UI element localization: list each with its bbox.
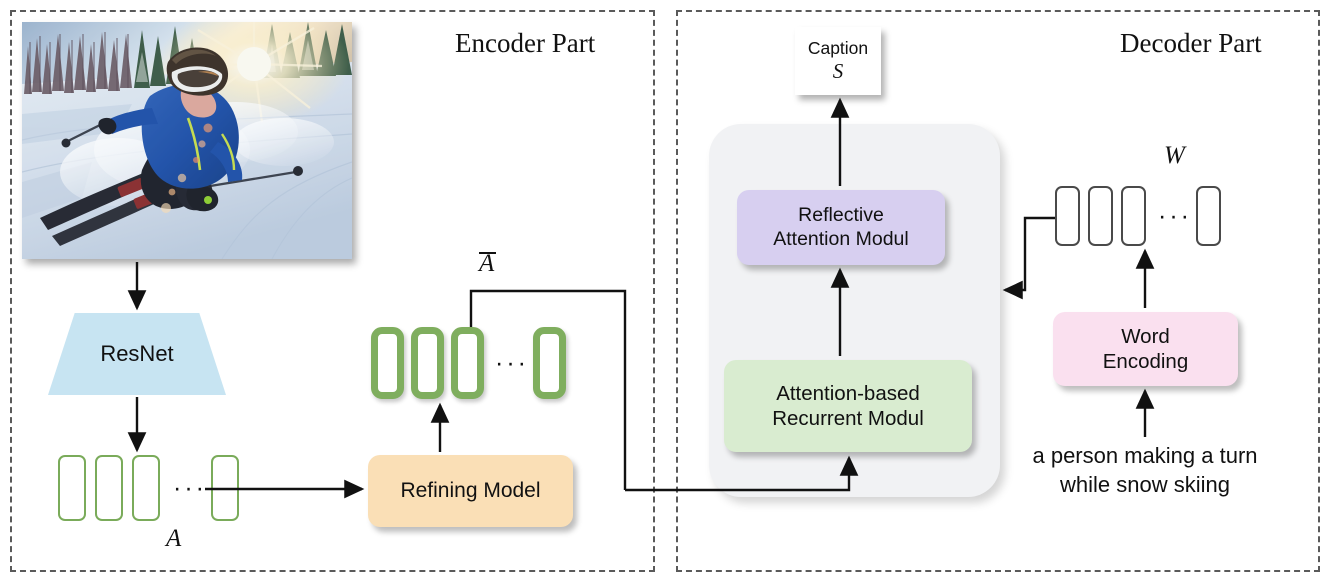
reflective-attention-line2: Attention Modul: [773, 227, 909, 250]
word-encoding-text: Word Encoding: [1103, 324, 1188, 374]
refined-cell: [411, 327, 444, 399]
word-cell: [1121, 186, 1146, 246]
word-sequence-W: ···: [1055, 186, 1229, 246]
attention-recurrent-line1: Attention-based: [776, 382, 920, 405]
word-encoding-module: Word Encoding: [1053, 312, 1238, 386]
refined-cell: [451, 327, 484, 399]
word-sequence-ellipsis: ···: [1158, 201, 1192, 230]
feature-sequence-ellipsis: ···: [173, 473, 207, 502]
refined-sequence-symbol-text: A: [479, 250, 495, 277]
input-caption-line1: a person making a turn: [1032, 443, 1258, 468]
feature-cell: [58, 455, 86, 521]
refined-sequence-symbol: A: [479, 250, 496, 278]
word-cell: [1055, 186, 1080, 246]
feature-cell: [210, 455, 239, 521]
attention-recurrent-line2: Recurrent Modul: [772, 407, 924, 430]
input-image-artwork: [22, 22, 352, 259]
refined-cell: [532, 327, 566, 399]
caption-output-symbol: S: [832, 58, 844, 83]
feature-sequence-A: ···: [58, 455, 248, 521]
word-cell: [1195, 186, 1221, 246]
feature-cell: [132, 455, 160, 521]
input-caption-line2: while snow skiing: [1060, 471, 1230, 497]
encoder-part-boundary: [10, 10, 655, 572]
refined-sequence-A-bar: ···: [371, 327, 573, 399]
resnet-node: ResNet: [48, 313, 226, 395]
reflective-attention-text: Reflective Attention Modul: [773, 204, 909, 252]
refining-model-label: Refining Model: [400, 479, 541, 503]
reflective-attention-module: Reflective Attention Modul: [737, 190, 945, 265]
resnet-label: ResNet: [100, 340, 174, 366]
input-image: [22, 22, 352, 259]
word-cell: [1088, 186, 1113, 246]
caption-output-label: Caption: [807, 37, 869, 58]
refined-cell: [371, 327, 404, 399]
refined-sequence-ellipsis: ···: [495, 348, 529, 377]
feature-cell: [95, 455, 123, 521]
attention-recurrent-text: Attention-based Recurrent Modul: [772, 381, 924, 431]
attention-recurrent-module: Attention-based Recurrent Modul: [724, 360, 972, 452]
word-sequence-symbol: W: [1164, 142, 1185, 169]
decoder-part-title: Decoder Part: [1120, 28, 1262, 58]
resnet-trapezoid-shape: [48, 313, 226, 395]
reflective-attention-line1: Reflective: [798, 203, 884, 226]
decoder-part-boundary: [676, 10, 1320, 572]
input-caption-text: a person making a turn while snow skiing: [1000, 442, 1290, 499]
word-encoding-line1: Word: [1121, 325, 1170, 348]
caption-output-box: Caption S: [795, 27, 881, 95]
refining-model-node: Refining Model: [368, 455, 573, 527]
encoder-part-title: Encoder Part: [455, 28, 596, 58]
overbar-mark: [479, 252, 496, 254]
feature-sequence-symbol: A: [166, 525, 182, 552]
word-encoding-line2: Encoding: [1102, 350, 1189, 373]
